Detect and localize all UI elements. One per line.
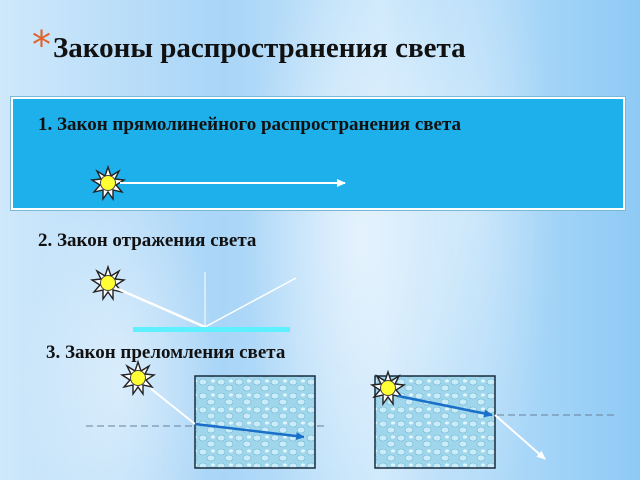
- refracted-ray-left: [194, 422, 305, 441]
- slide-title: Законы распространения света: [53, 32, 466, 64]
- sun-icon-2: [91, 266, 125, 300]
- law-3-label: 3. Закон преломления света: [46, 342, 286, 363]
- title-row: * Законы распространения света: [32, 23, 466, 78]
- sun-icon-3: [121, 361, 155, 395]
- incident-ray: [117, 287, 206, 329]
- law-2-label: 2. Закон отражения света: [38, 230, 257, 251]
- incident-ray-left: [149, 387, 196, 425]
- water-block-left: [194, 375, 316, 469]
- reflected-ray: [204, 277, 297, 328]
- bullet-asterisk-icon: *: [32, 23, 51, 67]
- mirror: [133, 327, 290, 332]
- exit-ray-right: [494, 414, 546, 460]
- law-1-label: 1. Закон прямолинейного распространения …: [38, 114, 462, 135]
- refracted-ray-right: [397, 394, 493, 418]
- sun-icon-1: [91, 166, 125, 200]
